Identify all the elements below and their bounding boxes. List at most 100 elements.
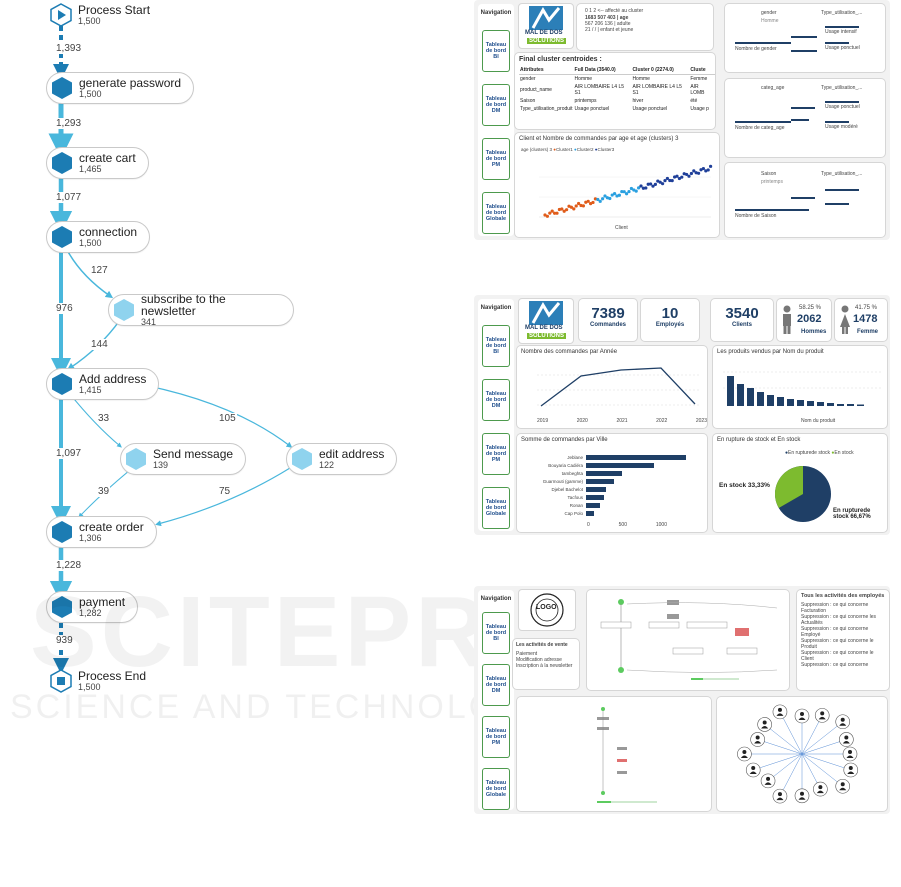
scatter-point	[670, 179, 674, 183]
cell: Usage p	[690, 106, 709, 112]
node-count: 1,465	[79, 163, 102, 174]
slicer-type[interactable]: Type_utilisation_...	[821, 10, 863, 16]
node-name: create order	[79, 519, 144, 534]
employee-node-icon	[772, 704, 788, 720]
cell: Homme	[632, 76, 650, 82]
product-bar	[857, 404, 864, 406]
nav-dm[interactable]: Tableau de bord DM	[482, 664, 510, 706]
emp-item: Suppression : ce qui concerne	[801, 662, 869, 668]
product-bar	[817, 402, 824, 406]
slicer-type[interactable]: Type_utilisation_...	[821, 85, 863, 91]
nav-dm[interactable]: Tableau de bord DM	[482, 379, 510, 421]
nav-pm[interactable]: Tableau de bord PM	[482, 138, 510, 180]
network-link	[801, 739, 847, 755]
sales-item[interactable]: Modification adresse	[516, 657, 562, 663]
sales-item[interactable]: Paiement	[516, 651, 538, 657]
scatter-point	[651, 184, 655, 188]
product-bar	[827, 403, 834, 406]
sales-item[interactable]: Inscription à la newsletter	[516, 663, 573, 669]
city-bar	[586, 479, 614, 484]
activity-hex-icon	[52, 226, 72, 248]
end-icon	[50, 669, 72, 693]
slicer-categ[interactable]: categ_age	[761, 85, 785, 91]
nav-title: Navigation	[480, 596, 512, 602]
employee-node-icon	[794, 788, 810, 804]
process-graph-mini	[600, 599, 778, 680]
city-bar-row: Cap Polo	[527, 510, 697, 517]
slicer-saison[interactable]: Saison	[761, 171, 777, 177]
nav-bi[interactable]: Tableau de bord BI	[482, 325, 510, 367]
nav-dm[interactable]: Tableau de bord DM	[482, 84, 510, 126]
nav-pm[interactable]: Tableau de bord PM	[482, 433, 510, 475]
company-logo: MAL DE DOS SOLUTIONS	[518, 3, 574, 49]
node-name: Send message	[153, 446, 234, 461]
city-bar	[586, 495, 604, 500]
cell: AIR LOMB	[690, 84, 705, 96]
nav-pm[interactable]: Tableau de bord PM	[482, 716, 510, 758]
cell: Usage ponctuel	[574, 106, 610, 112]
cluster-row: 21 / / | enfant et jeune	[585, 27, 634, 33]
node-count: 1,306	[79, 532, 102, 543]
node-name: payment	[79, 594, 126, 609]
nav-globale[interactable]: Tableau de bord Globale	[482, 768, 510, 810]
scatter-point	[610, 193, 614, 197]
product-bar	[837, 404, 844, 406]
city-label: tambeghta	[561, 471, 583, 476]
slicer-type[interactable]: Type_utilisation_...	[821, 171, 863, 177]
products-chart-card: Les produits vendus par Nom du produit N…	[712, 345, 888, 429]
nav-bi[interactable]: Tableau de bord BI	[482, 612, 510, 654]
tick: 2019	[537, 418, 549, 424]
nav-globale[interactable]: Tableau de bord Globale	[482, 192, 510, 234]
scatter-point	[689, 171, 693, 176]
network-link	[779, 711, 803, 755]
scatter-point	[579, 203, 583, 208]
legend-item: Cluster2	[576, 147, 594, 152]
scatter-point	[608, 196, 612, 201]
scatter-point	[543, 213, 547, 217]
product-bar	[797, 400, 804, 406]
activity-hex-icon	[126, 448, 146, 470]
edge-label: 33	[97, 413, 111, 424]
edge-label: 144	[90, 339, 109, 350]
city-label: Tacfous	[567, 495, 583, 500]
nav-globale[interactable]: Tableau de bord Globale	[482, 487, 510, 529]
scatter-point	[622, 190, 626, 194]
small-label: Nombre de Saison	[735, 213, 777, 219]
tick: 2020	[576, 418, 588, 424]
city-title: Somme de commandes par Ville	[521, 437, 608, 443]
employee-node-icon	[814, 708, 830, 723]
city-bar	[586, 471, 622, 476]
node-name: edit address	[319, 446, 385, 461]
kpi-label: Hommes	[801, 329, 827, 335]
logo-text: LOGO	[536, 604, 557, 611]
edge-edit-order	[155, 467, 291, 527]
network-link	[801, 753, 851, 771]
pie-legend: ●En rupturede stock ●En stock	[785, 450, 854, 456]
network-link	[757, 739, 803, 755]
scatter-point	[545, 214, 549, 218]
logo-line2: SOLUTIONS	[527, 38, 567, 44]
line-series	[540, 367, 696, 407]
slicer-gender[interactable]: gender	[761, 10, 777, 16]
emp-item: Suppression : ce qui concerne Employé	[801, 626, 869, 638]
nav-bi[interactable]: Tableau de bord BI	[482, 30, 510, 72]
city-bar-row: tambeghta	[527, 470, 697, 477]
scatter-point	[591, 200, 595, 205]
scatter-point	[565, 208, 569, 212]
kpi-hommes: 58.25 % 2062 Hommes	[776, 298, 832, 342]
